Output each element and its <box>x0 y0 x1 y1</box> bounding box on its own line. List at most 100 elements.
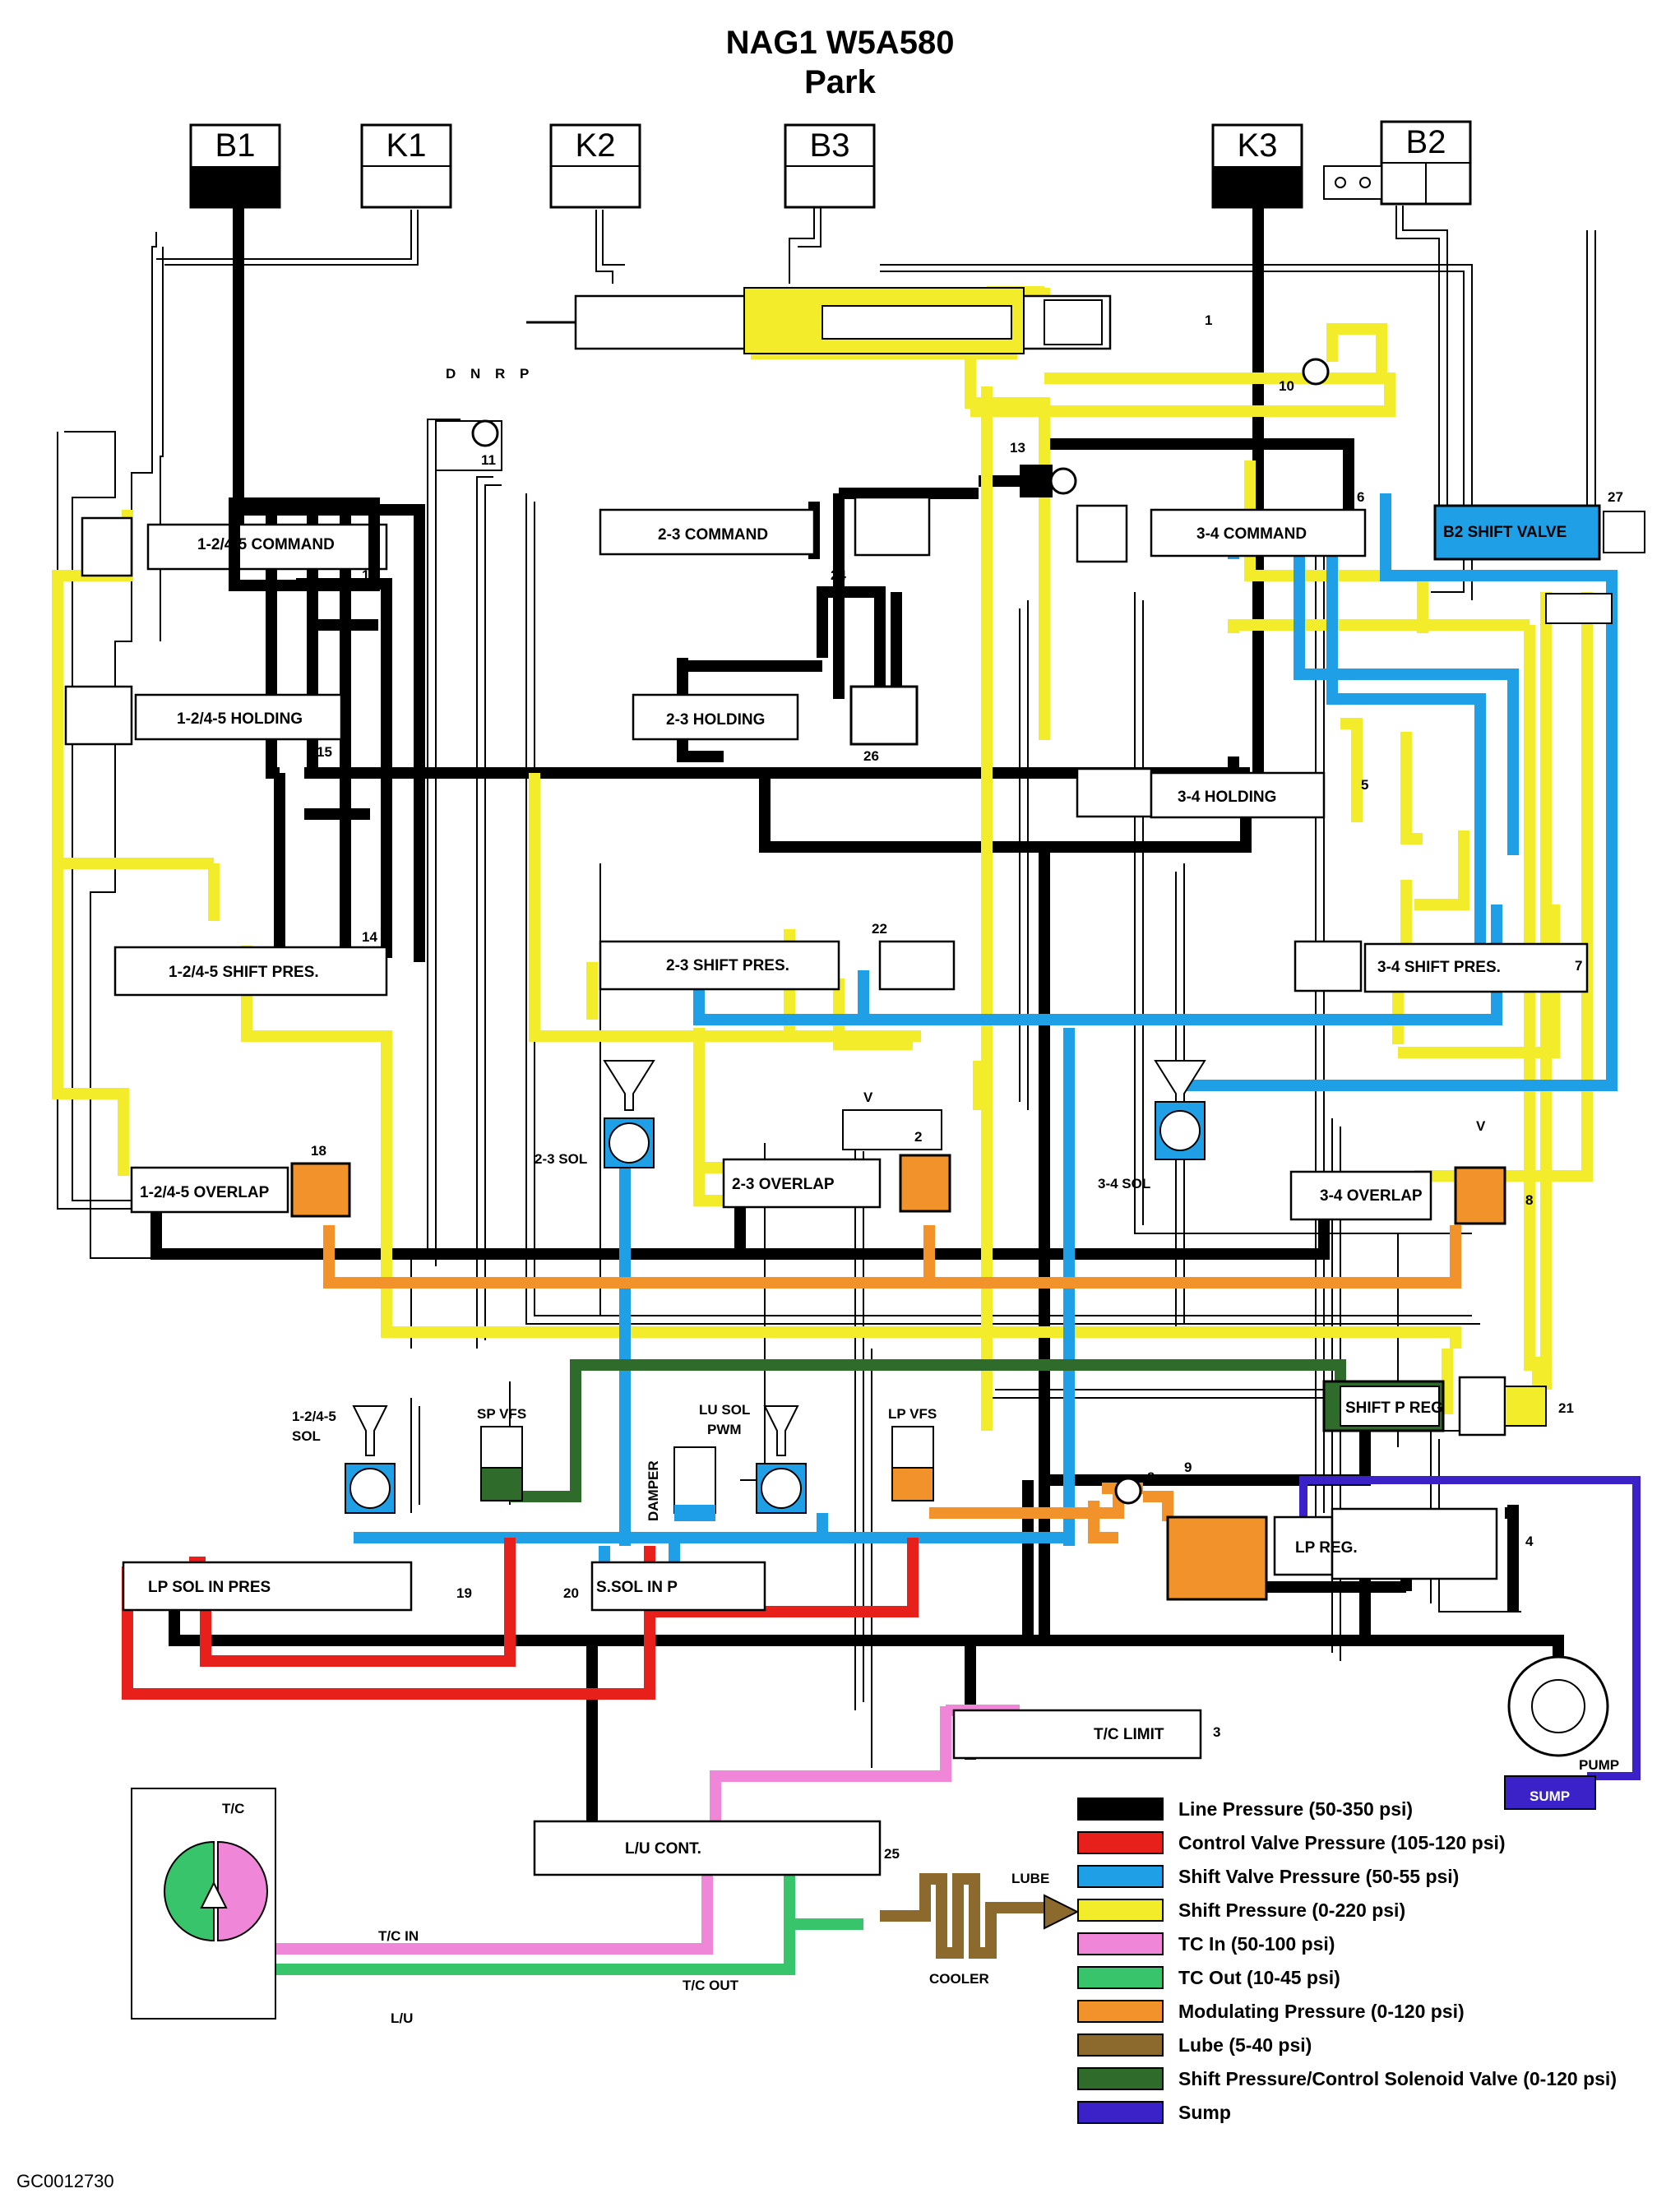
svg-text:10: 10 <box>1279 378 1294 394</box>
legend-row: Shift Pressure (0-220 psi) <box>1077 1895 1669 1925</box>
svg-text:1-2/4-5 COMMAND: 1-2/4-5 COMMAND <box>197 536 335 553</box>
svg-text:SHIFT P REG: SHIFT P REG <box>1345 1400 1443 1417</box>
element-k3: K3 <box>1211 123 1303 209</box>
svg-text:PUMP: PUMP <box>1579 1757 1619 1773</box>
legend-label: Shift Pressure/Control Solenoid Valve (0… <box>1178 2067 1617 2089</box>
legend-swatch <box>1077 1831 1164 1854</box>
solenoid-lp-vfs: LP VFS <box>888 1406 937 1501</box>
torque-converter: T/C T/C IN T/C OUT L/U <box>131 1788 739 2026</box>
legend-row: Control Valve Pressure (105-120 psi) <box>1077 1828 1669 1858</box>
solenoid-lu-pwm: LU SOL PWM <box>699 1402 807 1514</box>
valve-tc-limit: T/C LIMIT 3 <box>952 1709 1220 1760</box>
svg-text:3-4 SOL: 3-4 SOL <box>1098 1176 1150 1191</box>
extra-numbers: 9 <box>1184 1460 1192 1475</box>
element-k2: K2 <box>549 123 641 209</box>
legend-swatch <box>1077 1798 1164 1821</box>
svg-text:V: V <box>863 1090 873 1105</box>
svg-text:4: 4 <box>1525 1534 1534 1549</box>
valve-1245-command: 1-2/4-5 COMMAND 14 <box>81 497 388 591</box>
svg-text:2: 2 <box>914 1129 922 1145</box>
svg-text:B3: B3 <box>810 127 850 164</box>
svg-text:7: 7 <box>1575 958 1582 974</box>
svg-text:B2 SHIFT VALVE: B2 SHIFT VALVE <box>1443 524 1567 541</box>
svg-text:SP VFS: SP VFS <box>477 1406 526 1422</box>
legend-label: Lube (5-40 psi) <box>1178 2033 1312 2056</box>
svg-text:26: 26 <box>863 748 879 764</box>
svg-text:6: 6 <box>1357 489 1364 505</box>
legend-row: Shift Valve Pressure (50-55 psi) <box>1077 1862 1669 1891</box>
svg-text:20: 20 <box>563 1585 579 1601</box>
valve-1245-shift-pres: 1-2/4-5 SHIFT PRES. 14 <box>113 929 388 997</box>
svg-text:SUMP: SUMP <box>1530 1788 1570 1804</box>
svg-text:LU SOL: LU SOL <box>699 1402 750 1418</box>
svg-text:9: 9 <box>1184 1460 1192 1475</box>
svg-text:N: N <box>470 366 480 382</box>
valve-shift-p-reg: SHIFT P REG 21 <box>1322 1376 1574 1437</box>
svg-text:1: 1 <box>1205 312 1212 328</box>
svg-text:3-4 OVERLAP: 3-4 OVERLAP <box>1320 1187 1423 1205</box>
valve-lp-sol-in: LP SOL IN PRES 19 <box>122 1561 472 1612</box>
legend-label: TC Out (10-45 psi) <box>1178 1966 1340 1988</box>
legend-label: Line Pressure (50-350 psi) <box>1178 1798 1414 1820</box>
legend-swatch <box>1077 2067 1164 2090</box>
legend-row: Shift Pressure/Control Solenoid Valve (0… <box>1077 2064 1669 2094</box>
svg-text:18: 18 <box>311 1143 326 1159</box>
solenoid-1245: 1-2/4-5 SOL <box>292 1405 396 1514</box>
legend: Line Pressure (50-350 psi) Control Valve… <box>1077 1794 1669 2131</box>
svg-text:R: R <box>495 366 505 382</box>
valve-34-shift-pres: 3-4 SHIFT PRES. 7 <box>1294 940 1589 993</box>
svg-text:LUBE: LUBE <box>1011 1871 1049 1886</box>
legend-swatch <box>1077 2101 1164 2124</box>
svg-text:27: 27 <box>1608 489 1623 505</box>
pump: PUMP SUMP <box>1504 1655 1619 1810</box>
element-b1: B1 <box>189 123 281 209</box>
legend-swatch <box>1077 2033 1164 2057</box>
valve-23-holding: 2-3 HOLDING 26 <box>632 685 919 764</box>
cooler: COOLER LUBE <box>880 1871 1080 1987</box>
control-valve-passages <box>122 1538 919 1700</box>
element-b3: B3 <box>784 123 876 209</box>
svg-text:22: 22 <box>872 921 887 937</box>
svg-text:24: 24 <box>831 567 846 583</box>
legend-label: Sump <box>1178 2101 1231 2123</box>
svg-text:PWM: PWM <box>707 1422 742 1437</box>
legend-swatch <box>1077 1932 1164 1955</box>
svg-text:19: 19 <box>456 1585 472 1601</box>
legend-label: Shift Pressure (0-220 psi) <box>1178 1899 1406 1921</box>
diagram-subtitle: Park <box>804 64 876 100</box>
svg-text:3-4 HOLDING: 3-4 HOLDING <box>1178 789 1276 806</box>
svg-text:B1: B1 <box>215 127 256 164</box>
svg-text:5: 5 <box>1361 777 1368 793</box>
svg-text:SOL: SOL <box>292 1428 321 1444</box>
valve-23-shift-pres: 2-3 SHIFT PRES. 22 <box>599 921 956 991</box>
svg-text:T/C IN: T/C IN <box>378 1928 419 1944</box>
element-b2: B2 <box>1323 120 1472 206</box>
svg-text:14: 14 <box>362 567 377 583</box>
solenoid-sp-vfs: SP VFS <box>477 1406 526 1501</box>
svg-text:21: 21 <box>1558 1400 1574 1416</box>
svg-text:2-3 SHIFT PRES.: 2-3 SHIFT PRES. <box>666 957 789 974</box>
legend-row: TC Out (10-45 psi) <box>1077 1963 1669 1992</box>
svg-text:S.SOL IN P: S.SOL IN P <box>596 1579 678 1596</box>
legend-row: Sump <box>1077 2098 1669 2127</box>
svg-text:2-3 OVERLAP: 2-3 OVERLAP <box>732 1176 835 1193</box>
svg-text:14: 14 <box>362 929 377 945</box>
valve-34-overlap: 3-4 OVERLAP 8 V <box>1289 1118 1533 1225</box>
svg-text:T/C LIMIT: T/C LIMIT <box>1094 1726 1164 1743</box>
svg-text:25: 25 <box>884 1846 900 1862</box>
svg-text:K3: K3 <box>1238 127 1278 164</box>
applied-elements: B1 K1 K2 B3 K3 B2 <box>189 120 1472 209</box>
figure-code: GC0012730 <box>16 2171 114 2191</box>
svg-text:3-4 SHIFT PRES.: 3-4 SHIFT PRES. <box>1377 959 1501 976</box>
valve-s-sol-in: S.SOL IN P 20 <box>563 1561 766 1612</box>
valve-34-command: 3-4 COMMAND 6 <box>1076 489 1367 563</box>
check-balls: 10 11 13 9 <box>435 358 1330 1505</box>
svg-text:15: 15 <box>317 744 332 760</box>
solenoids: 1-2/4-5 SOL SP VFS DAMPER LU SOL PWM LP … <box>292 1060 1206 1521</box>
svg-text:9: 9 <box>1147 1469 1155 1485</box>
valve-1245-holding: 1-2/4-5 HOLDING 15 <box>64 685 343 760</box>
solenoid-damper: DAMPER <box>646 1446 716 1521</box>
valve-23-command: 2-3 COMMAND 24 <box>599 496 931 583</box>
element-k1: K1 <box>360 123 452 209</box>
svg-text:3-4 COMMAND: 3-4 COMMAND <box>1196 525 1307 543</box>
